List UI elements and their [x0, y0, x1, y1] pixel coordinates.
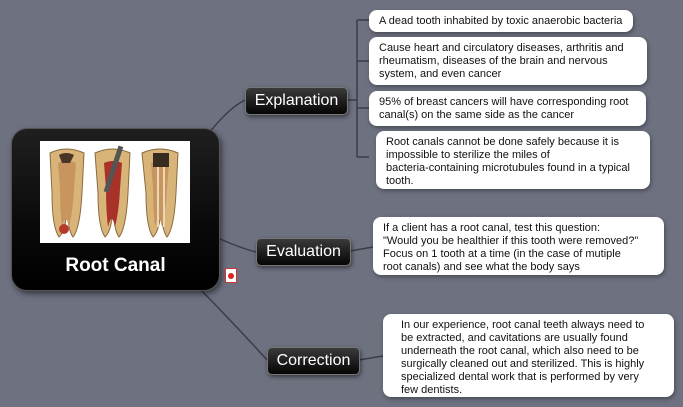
tooth-drilled-icon [94, 145, 131, 238]
tooth-illustration-icon [49, 145, 179, 238]
connector-evaluation-note [349, 246, 374, 252]
connector-evaluation [217, 237, 257, 253]
branch-evaluation[interactable]: Evaluation [256, 238, 351, 266]
pdf-attachment-icon[interactable] [225, 268, 237, 283]
tooth-decayed-icon [49, 148, 85, 238]
central-topic-title: Root Canal [65, 255, 166, 276]
note-explanation-4[interactable]: Root canals cannot be done safely becaus… [376, 131, 650, 189]
note-evaluation-1[interactable]: If a client has a root canal, test this … [373, 217, 664, 275]
tooth-cross-section-image [40, 141, 190, 243]
central-topic-node[interactable]: Root Canal [11, 128, 220, 291]
note-explanation-2[interactable]: Cause heart and circulatory diseases, ar… [369, 37, 647, 85]
tooth-filled-icon [141, 148, 179, 238]
connector-explanation-notes [347, 20, 358, 157]
connector-correction [199, 288, 268, 361]
note-explanation-1[interactable]: A dead tooth inhabited by toxic anaerobi… [369, 10, 633, 32]
connector-correction-note [358, 355, 384, 361]
note-correction-1[interactable]: In our experience, root canal teeth alwa… [383, 314, 674, 397]
branch-correction[interactable]: Correction [267, 347, 360, 375]
note-explanation-3[interactable]: 95% of breast cancers will have correspo… [369, 91, 646, 126]
branch-explanation[interactable]: Explanation [245, 87, 348, 115]
